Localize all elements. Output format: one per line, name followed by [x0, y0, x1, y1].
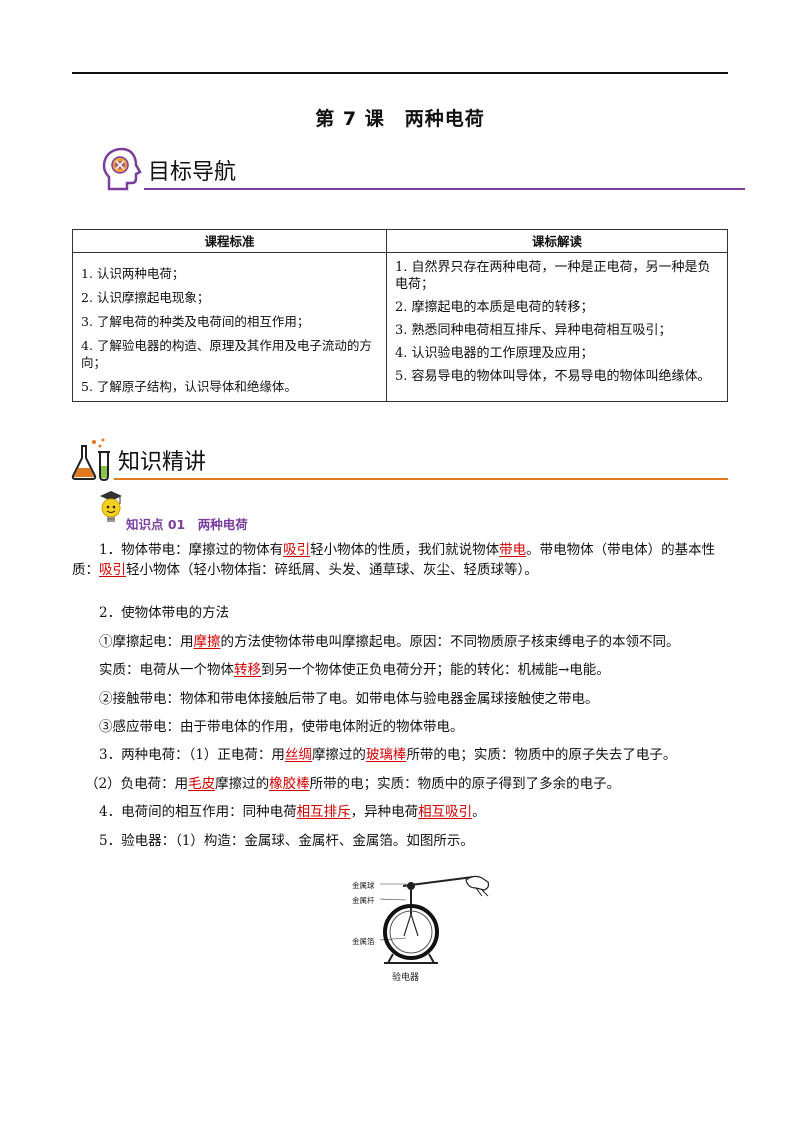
list-item: 2. 认识摩擦起电现象；	[81, 290, 210, 305]
paragraph-2: 2．使物体带电的方法	[99, 605, 230, 621]
lab-flask-icon	[71, 438, 110, 482]
paragraph-7: 3．两种电荷：（1）正电荷：用丝绸摩擦过的玻璃棒所带的电；实质：物质中的原子失去…	[99, 747, 677, 763]
lesson-title: 第 7 课 两种电荷	[315, 108, 485, 130]
paragraph-5: ②接触带电：物体和带电体接触后带了电。如带电体与验电器金属球接触使之带电。	[99, 691, 599, 707]
highlight-term: 吸引	[99, 562, 126, 578]
list-item: 3. 了解电荷的种类及电荷间的相互作用；	[81, 314, 310, 329]
table-header-row: 课程标准 课标解读	[72, 229, 728, 253]
paragraph-6: ③感应带电：由于带电体的作用，使带电体附近的物体带电。	[99, 719, 464, 735]
paragraph-4: 实质：电荷从一个物体转移到另一个物体使正负电荷分开；能的转化：机械能→电能。	[99, 662, 610, 678]
highlight-term: 毛皮	[188, 776, 216, 792]
highlight-term: 丝绸	[284, 747, 312, 763]
list-item: 2. 摩擦起电的本质是电荷的转移；	[395, 300, 594, 315]
paragraph-9: 4．电荷间的相互作用：同种电荷相互排斥，异种电荷相互吸引。	[99, 804, 486, 820]
highlight-term: 玻璃棒	[365, 747, 407, 763]
highlight-term: 带电	[499, 542, 527, 558]
brain-head-icon	[102, 147, 142, 191]
column-header-standards: 课程标准	[72, 229, 387, 253]
table-row: 1. 认识两种电荷； 2. 认识摩擦起电现象； 3. 了解电荷的种类及电荷间的相…	[72, 252, 728, 402]
paragraph-3: ①摩擦起电：用摩擦的方法使物体带电叫摩擦起电。原因：不同物质原子核束缚电子的本领…	[99, 634, 680, 650]
list-item: 1. 认识两种电荷；	[81, 266, 185, 281]
highlight-term: 相互吸引	[418, 804, 473, 820]
knowledge-section-rule	[114, 478, 728, 480]
header-rule	[72, 72, 728, 74]
paragraph-8: （2）负电荷：用毛皮摩擦过的橡胶棒所带的电；实质：物质中的原子得到了多余的电子。	[85, 776, 621, 792]
standards-table: 课程标准 课标解读 1. 认识两种电荷； 2. 认识摩擦起电现象； 3. 了解电…	[72, 229, 728, 402]
standards-cell: 1. 认识两种电荷； 2. 认识摩擦起电现象； 3. 了解电荷的种类及电荷间的相…	[72, 252, 387, 402]
knowledge-point-title: 知识点 01 两种电荷	[126, 517, 248, 532]
goal-section-header: 目标导航	[100, 146, 746, 192]
knowledge-section-header: 知识精讲	[70, 436, 728, 482]
label-metal-ball: 金属球	[352, 881, 375, 890]
highlight-term: 转移	[234, 662, 261, 678]
highlight-term: 相互排斥	[296, 804, 351, 820]
paragraph-10: 5．验电器：（1）构造：金属球、金属杆、金属箔。如图所示。	[99, 833, 474, 849]
column-header-interpretation: 课标解读	[386, 229, 728, 253]
list-item: 1. 自然界只存在两种电荷，一种是正电荷，另一种是负电荷；	[395, 260, 711, 292]
list-item: 5. 了解原子结构，认识导体和绝缘体。	[81, 379, 297, 394]
goal-section-title: 目标导航	[148, 160, 237, 185]
label-metal-foil: 金属箔	[352, 937, 375, 946]
goal-section-rule	[144, 188, 745, 190]
knowledge-section-title: 知识精讲	[118, 450, 207, 475]
list-item: 5. 容易导电的物体叫导体，不易导电的物体叫绝缘体。	[395, 369, 711, 384]
highlight-term: 摩擦	[193, 634, 221, 650]
figure-caption: 验电器	[392, 973, 420, 983]
paragraph-1: 1．物体带电：摩擦过的物体有吸引轻小物体的性质，我们就说物体带电。带电物体（带电…	[72, 542, 716, 578]
interpretation-cell: 1. 自然界只存在两种电荷，一种是正电荷，另一种是负电荷； 2. 摩擦起电的本质…	[386, 252, 728, 402]
list-item: 3. 熟悉同种电荷相互排斥、异种电荷相互吸引；	[395, 323, 672, 338]
list-item: 4. 了解验电器的构造、原理及其作用及电子流动的方向；	[81, 338, 372, 370]
label-metal-rod: 金属杆	[352, 896, 375, 905]
knowledge-point-header: 知识点 01 两种电荷	[96, 486, 396, 532]
highlight-term: 吸引	[283, 542, 311, 558]
graduate-bulb-icon	[100, 491, 122, 522]
highlight-term: 橡胶棒	[269, 776, 310, 792]
list-item: 4. 认识验电器的工作原理及应用；	[395, 346, 594, 361]
electroscope-drawing	[379, 875, 490, 964]
electroscope-figure: 金属球 金属杆 金属箔 验电器	[348, 866, 498, 986]
